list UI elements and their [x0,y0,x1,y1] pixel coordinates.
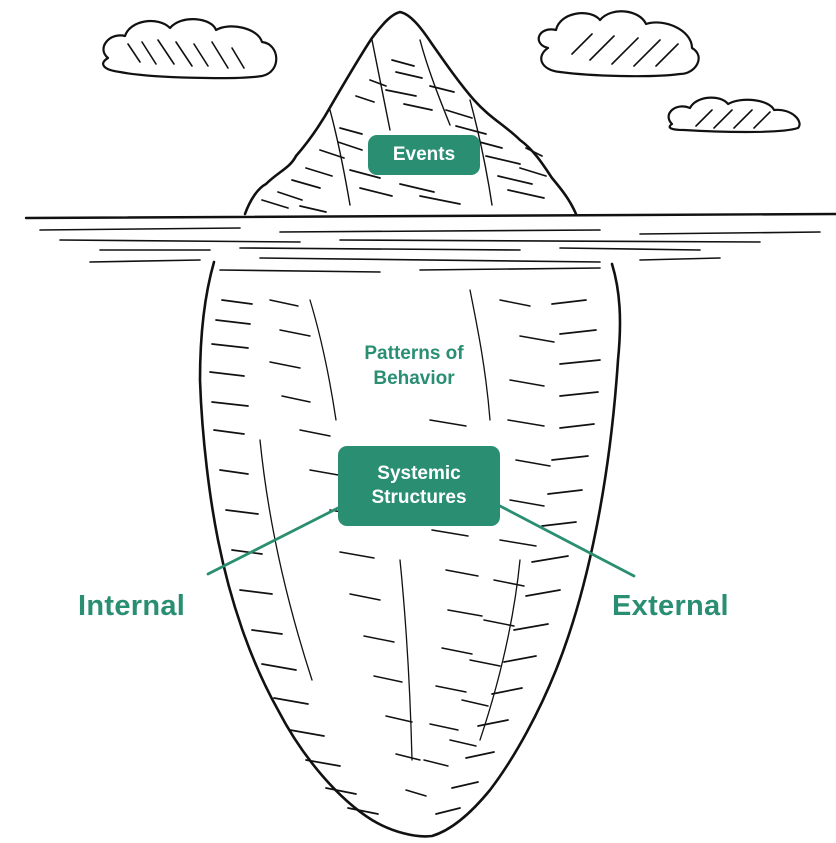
patterns-label: Patterns of Behavior [326,342,502,391]
patterns-label-line-1: Patterns of [326,342,502,367]
internal-label: Internal [78,590,185,623]
structures-label-box: Systemic Structures [338,446,500,526]
iceberg-icon [245,12,576,214]
cloud-icon [539,11,699,76]
events-label-box: Events [368,135,480,175]
patterns-label-line-2: Behavior [326,367,502,392]
external-label: External [612,590,729,623]
cloud-icon [669,98,800,132]
cloud-icon [103,19,276,78]
structures-label-line-1: Systemic [377,462,460,486]
events-label: Events [393,143,455,167]
water-line-icon [26,214,836,272]
structures-label-line-2: Structures [371,486,466,510]
